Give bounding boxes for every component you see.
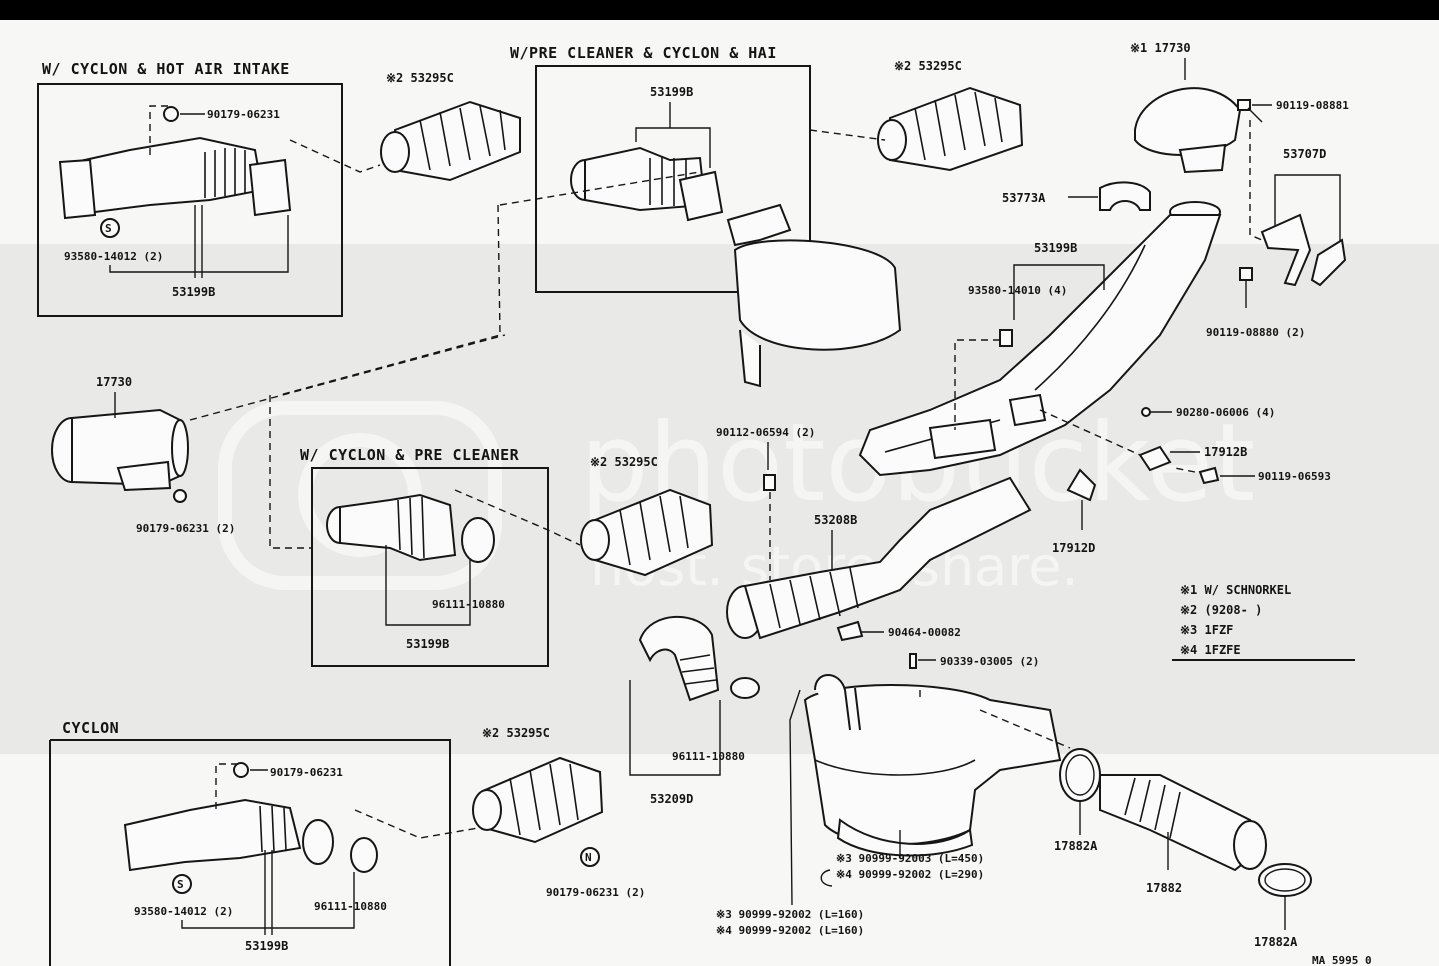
hose-17882: [1099, 774, 1267, 872]
label-hose-b2: ※4 90999-92002 (L=160): [716, 924, 864, 937]
section-title-pre-cleaner-hai: W/PRE CLEANER & CYCLON & HAI: [510, 44, 777, 62]
intake-pipe-53208b: [726, 476, 1032, 640]
label-17882a-bottom: 17882A: [1254, 935, 1298, 949]
air-cleaner-cover-b: [580, 488, 714, 577]
legend: ※1 W/ SCHNORKEL ※2 (9208- ) ※3 1FZF ※4 1…: [1172, 583, 1355, 661]
label-17912b: 17912B: [1204, 445, 1247, 459]
label-90179-06231-cyc: 90179-06231: [270, 766, 343, 779]
label-53295c-c: ※2 53295C: [590, 455, 658, 469]
label-90112-06594: 90112-06594 (2): [716, 426, 815, 439]
label-53199b-cyc: 53199B: [245, 939, 288, 953]
label-hose-b1: ※3 90999-92002 (L=160): [716, 908, 864, 921]
section-title-cyclon-pre: W/ CYCLON & PRE CLEANER: [300, 446, 520, 464]
air-intake-17730: [51, 408, 189, 492]
label-90119-06593: 90119-06593: [1258, 470, 1331, 483]
box-pre-cleaner-hai: [535, 65, 811, 293]
label-90179-06231-2: 90179-06231 (2): [136, 522, 235, 535]
label-90339-03005: 90339-03005 (2): [940, 655, 1039, 668]
label-53199b-hai: 53199B: [650, 85, 693, 99]
label-53199b-hot: 53199B: [172, 285, 215, 299]
label-93580-14012-cyc: 93580-14012 (2): [134, 905, 233, 918]
label-90179-06231-hot: 90179-06231: [207, 108, 280, 121]
label-96111-10880-mid: 96111-10880: [672, 750, 745, 763]
elbow-53209d: [638, 615, 760, 702]
pre-hai-duct: [570, 146, 724, 222]
label-53707d: 53707D: [1283, 147, 1326, 161]
legend-1: ※1 W/ SCHNORKEL: [1180, 583, 1291, 597]
legend-2: ※2 (9208- ): [1180, 603, 1262, 617]
label-90464-00082: 90464-00082: [888, 626, 961, 639]
box-cyclon: [50, 739, 451, 966]
label-93580-14010: 93580-14010 (4): [968, 284, 1067, 297]
air-cleaner-cover-top-right: [877, 86, 1024, 172]
watermark-band: [0, 244, 1439, 754]
label-53295c-a: ※2 53295C: [386, 71, 454, 85]
section-title-cyclon: CYCLON: [62, 719, 119, 737]
label-53199b-snorkel: 53199B: [1034, 241, 1077, 255]
label-90179-06231-n: 90179-06231 (2): [546, 886, 645, 899]
label-17912d: 17912D: [1052, 541, 1095, 555]
cyclon-duct: [123, 798, 378, 873]
label-hose-a1: ※3 90999-92003 (L=450): [836, 852, 984, 865]
label-17730: 17730: [96, 375, 132, 389]
ref-code: MA 5995 0: [1312, 954, 1372, 966]
label-17882: 17882: [1146, 881, 1182, 895]
box-cyclon-pre: [311, 467, 549, 667]
label-hose-a2: ※4 90999-92002 (L=290): [836, 868, 984, 881]
label-53295c-d: ※2 53295C: [482, 726, 550, 740]
label-17882a-top: 17882A: [1054, 839, 1098, 853]
symbol-n: N: [585, 851, 592, 864]
label-53295c-b: ※2 53295C: [894, 59, 962, 73]
label-17730-snorkel: ※1 17730: [1130, 41, 1191, 55]
label-93580-14012-hot: 93580-14012 (2): [64, 250, 163, 263]
symbol-s-cyc: S: [177, 878, 184, 891]
pre-cleaner-canister: [726, 203, 902, 388]
label-90280-06006: 90280-06006 (4): [1176, 406, 1275, 419]
label-90119-08880: 90119-08880 (2): [1206, 326, 1305, 339]
hot-air-duct: [58, 136, 292, 220]
label-90119-08881: 90119-08881: [1276, 99, 1349, 112]
label-96111-10880-pre: 96111-10880: [432, 598, 505, 611]
label-53208b: 53208B: [814, 513, 857, 527]
air-cleaner-cover-d: [472, 756, 604, 844]
snorkel-cap: [1134, 87, 1242, 174]
symbol-s-hot: S: [105, 222, 112, 235]
lower-air-cleaner: [803, 674, 1062, 857]
section-title-hot-air: W/ CYCLON & HOT AIR INTAKE: [42, 60, 290, 78]
label-53209d: 53209D: [650, 792, 693, 806]
snorkel-body: [858, 201, 1222, 477]
cyclon-pre-duct: [326, 493, 495, 563]
label-96111-10880-cyc: 96111-10880: [314, 900, 387, 913]
label-53773a: 53773A: [1002, 191, 1046, 205]
legend-4: ※4 1FZFE: [1180, 643, 1241, 657]
air-cleaner-cover-a: [380, 100, 521, 182]
label-53199b-pre: 53199B: [406, 637, 449, 651]
box-hot-air: [37, 83, 343, 317]
legend-3: ※3 1FZF: [1180, 623, 1233, 637]
